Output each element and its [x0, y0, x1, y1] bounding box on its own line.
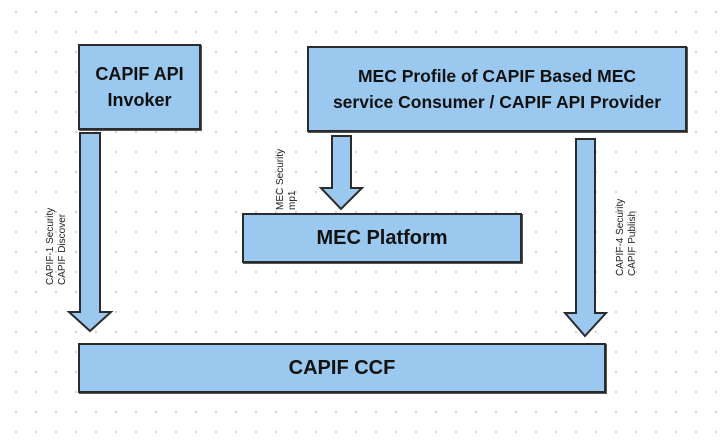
mec-profile-label: MEC Profile of CAPIF Based MEC service C…	[332, 66, 662, 112]
mec-platform-label: MEC Platform	[316, 226, 448, 249]
middle-arrow-label: MEC Security mp1	[275, 149, 299, 210]
left-arrow-label-line2: CAPIF Discover	[57, 213, 68, 285]
capif-api-invoker-label: CAPIF API Invoker	[95, 64, 184, 110]
arrow-invoker-to-ccf	[66, 132, 114, 333]
arrow-profile-to-mecplatform	[318, 135, 365, 211]
left-arrow-label: CAPIF-1 Security CAPIF Discover	[45, 208, 69, 285]
mec-platform-box: MEC Platform	[242, 213, 522, 263]
capif-api-invoker-box: CAPIF API Invoker	[78, 44, 201, 130]
mec-profile-box: MEC Profile of CAPIF Based MEC service C…	[307, 46, 687, 132]
right-arrow-label-line2: CAPIF Publish	[627, 210, 638, 276]
capif-ccf-label: CAPIF CCF	[288, 356, 396, 379]
middle-arrow-label-line2: mp1	[287, 190, 298, 210]
arrow-profile-to-ccf	[562, 138, 609, 338]
right-arrow-label: CAPIF-4 Security CAPIF Publish	[615, 199, 639, 276]
middle-arrow-label-line1: MEC Security	[275, 148, 286, 210]
capif-ccf-box: CAPIF CCF	[78, 343, 606, 393]
right-arrow-label-line1: CAPIF-4 Security	[615, 198, 626, 276]
left-arrow-label-line1: CAPIF-1 Security	[45, 207, 56, 285]
